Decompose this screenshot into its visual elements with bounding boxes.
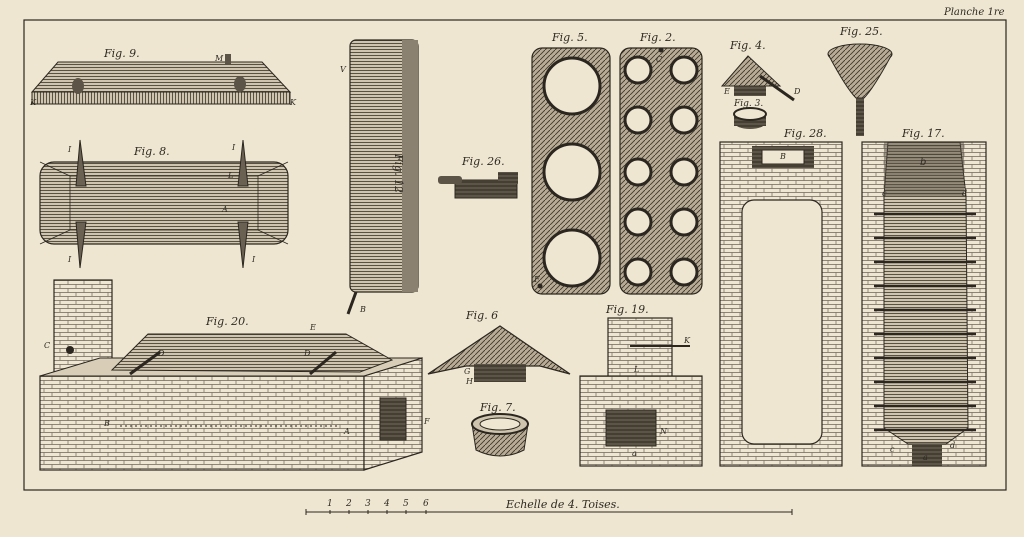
- figure-8-letter-l: L: [228, 171, 234, 180]
- figure-19-drawing: [579, 317, 703, 467]
- figure-19-letter-k: K: [684, 336, 690, 345]
- figure-5-letter-f: F: [534, 275, 540, 284]
- figure-8-letter-i3: I: [68, 255, 72, 264]
- scale-number-1: 1: [327, 499, 333, 509]
- figure-8-label: Fig. 8.: [134, 145, 170, 158]
- figure-25-drawing: [827, 43, 893, 136]
- figure-6-letter-h: H: [466, 377, 473, 386]
- figure-9-letter-k-left: K: [30, 98, 36, 107]
- figure-3-drawing: [733, 107, 767, 129]
- figure-20-letter-d1: D: [158, 349, 165, 358]
- figure-12-drawing: [346, 39, 419, 315]
- scale-number-2: 2: [346, 499, 352, 509]
- figure-3-label: Fig. 3.: [734, 99, 764, 109]
- figure-25-label: Fig. 25.: [840, 25, 883, 38]
- figure-20-letter-d2: D: [304, 349, 311, 358]
- figure-19-letter-l: L: [634, 365, 640, 374]
- figure-17-letter-c-bottom: c: [890, 445, 895, 454]
- figure-17-letter-b: b: [920, 157, 927, 168]
- scale-number-4: 4: [384, 499, 390, 509]
- plate-border: [23, 19, 1007, 491]
- figure-6-drawing: [427, 325, 571, 382]
- scale-bar: [305, 509, 793, 515]
- figure-2-drawing: [619, 47, 703, 295]
- figure-26a-label: Fig. 26.: [462, 155, 505, 168]
- figure-12-letter-v: V: [340, 65, 346, 74]
- figure-4-drawing: [720, 55, 795, 102]
- figure-28-letter-b: B: [780, 152, 786, 161]
- figure-4-label: Fig. 4.: [730, 39, 766, 52]
- figure-2-letter-c: C: [656, 55, 663, 64]
- figure-8-letter-a: A: [222, 205, 228, 214]
- figure-9-letter-k-right: K: [290, 98, 296, 107]
- figure-19-letter-n: N: [660, 427, 667, 436]
- figure-20-drawing: [39, 279, 423, 471]
- figure-17-drawing: [861, 141, 987, 467]
- figure-17-letter-a: a: [923, 453, 928, 462]
- figure-28-drawing: [719, 141, 843, 467]
- figure-20-letter-c: C: [44, 341, 51, 350]
- figure-4-letter-e: E: [724, 87, 730, 96]
- scale-caption: Echelle de 4. Toises.: [506, 498, 620, 511]
- figure-20-letter-e: E: [310, 323, 316, 332]
- figure-8-letter-i1: I: [68, 145, 72, 154]
- figure-17-letter-c-top: c: [882, 189, 887, 198]
- scale-number-3: 3: [365, 499, 371, 509]
- figure-2-label: Fig. 2.: [640, 31, 676, 44]
- figure-9-drawing: [30, 54, 292, 105]
- figure-12-label: Fig. 12: [392, 154, 405, 194]
- figure-6-letter-g: G: [464, 367, 471, 376]
- figure-5-drawing: [531, 47, 611, 295]
- figure-12-letter-b: B: [360, 305, 366, 314]
- figure-5-label: Fig. 5.: [552, 31, 588, 44]
- plate-title: Planche 1re: [944, 7, 1005, 18]
- figure-17-label: Fig. 17.: [902, 127, 945, 140]
- figure-7-drawing: [471, 413, 529, 457]
- figure-9-letter-m: M: [215, 54, 224, 63]
- figure-17-letter-d-bottom: d: [950, 441, 956, 450]
- figure-9-label: Fig. 9.: [104, 47, 140, 60]
- scale-number-5: 5: [403, 499, 409, 509]
- figure-6-label: Fig. 6: [466, 309, 499, 322]
- figure-19-letter-a: a: [632, 449, 637, 458]
- scale-number-6: 6: [423, 499, 429, 509]
- figure-8-letter-i4: I: [252, 255, 256, 264]
- figure-20-letter-f: F: [424, 417, 430, 426]
- figure-19-label: Fig. 19.: [606, 303, 649, 316]
- figure-20-letter-a: A: [344, 427, 350, 436]
- figure-17-letter-d-top: d: [962, 189, 968, 198]
- figure-7-label: Fig. 7.: [480, 401, 516, 414]
- figure-26a-drawing: [438, 172, 518, 199]
- figure-8-drawing: [39, 139, 289, 269]
- figure-20-letter-b: B: [104, 419, 110, 428]
- figure-8-letter-i2: I: [232, 143, 236, 152]
- figure-4-letter-d: D: [794, 87, 801, 96]
- figure-28-label: Fig. 28.: [784, 127, 827, 140]
- figure-20-label: Fig. 20.: [206, 315, 249, 328]
